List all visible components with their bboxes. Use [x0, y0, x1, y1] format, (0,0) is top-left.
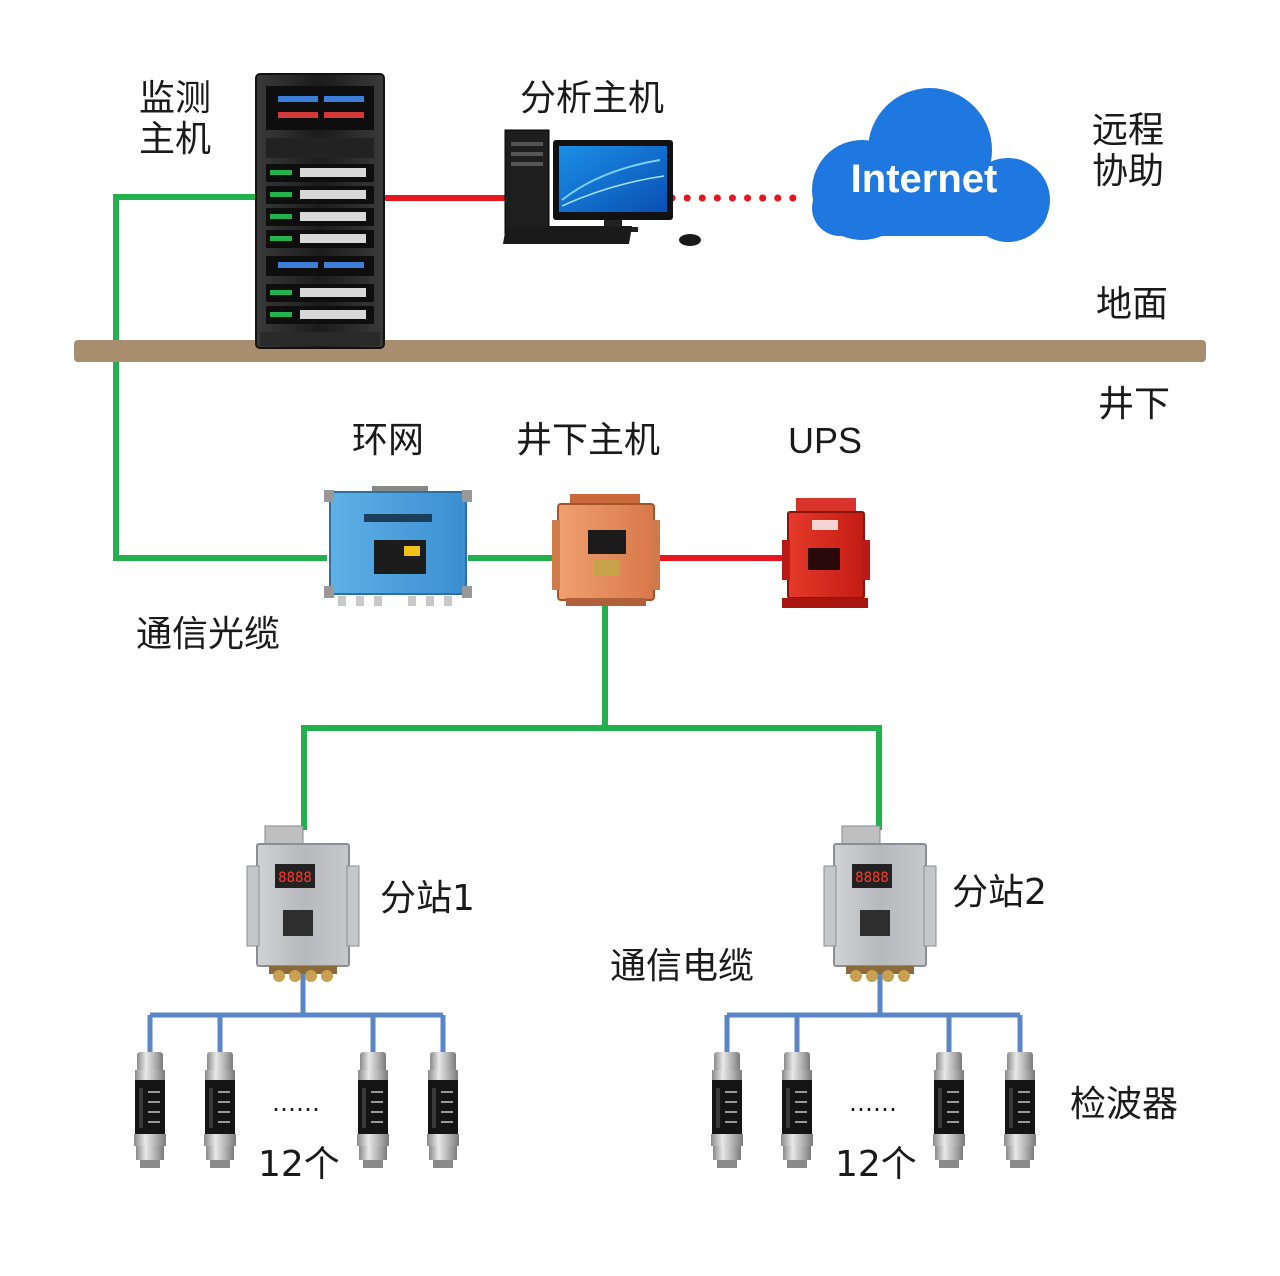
- geophone-sensor-icon: [203, 1051, 237, 1169]
- explosion-proof-host-icon: [552, 494, 660, 606]
- fiber-cable-label: 通信光缆: [136, 614, 281, 655]
- monitor-host-label-line1: 监测: [139, 78, 212, 119]
- count-left-label: 12个: [258, 1144, 340, 1185]
- ellipsis-left: ……: [272, 1089, 320, 1117]
- analysis-host-label: 分析主机: [520, 78, 665, 119]
- underground-host-label: 井下主机: [516, 420, 661, 461]
- count-right-label: 12个: [835, 1144, 917, 1185]
- underground-label: 井下: [1098, 384, 1171, 425]
- geophone-label: 检波器: [1070, 1084, 1179, 1125]
- ellipsis-right: ……: [849, 1089, 897, 1117]
- geophone-sensor-icon: [932, 1051, 966, 1169]
- fiber-line-branch-right: [605, 725, 882, 830]
- substation-1-label: 分站1: [380, 878, 475, 919]
- desktop-computer-icon: [502, 129, 701, 246]
- server-rack-icon: [255, 73, 385, 349]
- geophone-sensor-icon: [356, 1051, 390, 1169]
- ring-switch-box-icon: [324, 486, 472, 606]
- cable-bus-substation-1: [147, 972, 446, 1054]
- comm-cable-label: 通信电缆: [610, 946, 755, 987]
- ups-power-icon: [782, 498, 870, 608]
- fiber-line-main: [113, 194, 327, 561]
- ground-label: 地面: [1096, 284, 1169, 325]
- cloud-icon: [812, 88, 1050, 242]
- cloud-label: Internet: [851, 157, 998, 201]
- substation-box-icon-2: [823, 825, 937, 983]
- cable-bus-substation-2: [724, 972, 1023, 1054]
- substation-box-icon-1: [246, 825, 360, 983]
- remote-assist-label: 远程 协助: [1092, 110, 1164, 193]
- monitor-host-label: 监测 主机: [139, 78, 211, 161]
- geophone-sensor-icon: [133, 1051, 167, 1169]
- fiber-line-branch: [301, 604, 608, 830]
- monitor-host-label-line2: 主机: [139, 119, 212, 161]
- ring-network-label: 环网: [352, 420, 425, 461]
- ground-bar: [74, 340, 1206, 362]
- remote-assist-label-line2: 协助: [1092, 151, 1165, 193]
- geophone-sensor-icon: [710, 1051, 744, 1169]
- substation-2-label: 分站2: [952, 872, 1047, 913]
- geophone-sensor-icon: [780, 1051, 814, 1169]
- geophone-sensor-icon: [1003, 1051, 1037, 1169]
- remote-assist-label-line1: 远程: [1092, 110, 1165, 151]
- ups-label: UPS: [788, 420, 863, 461]
- geophone-sensor-icon: [426, 1051, 460, 1169]
